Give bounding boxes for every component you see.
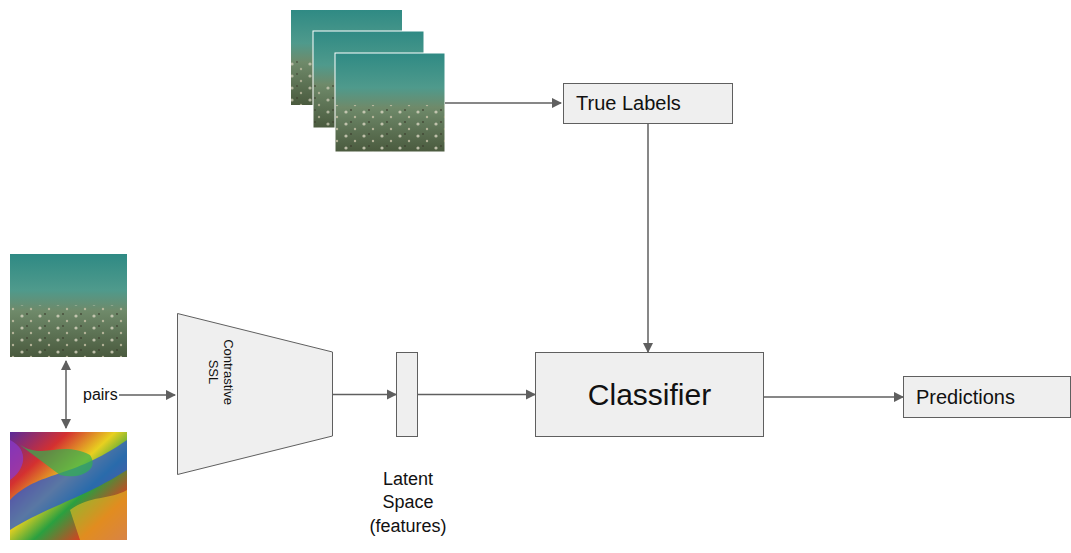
connector-arrow (418, 394, 535, 396)
connector-arrow (764, 396, 903, 398)
label-box: True Labels (563, 83, 733, 124)
node-label: Classifier (588, 378, 711, 412)
arrow (445, 102, 561, 104)
double-arrow (65, 361, 67, 428)
node-label: Predictions (916, 386, 1015, 409)
trapezoid-shape (178, 314, 333, 475)
image-stack (291, 10, 445, 152)
connector-arrow (647, 124, 649, 352)
classifier-box: Classifier (535, 352, 764, 437)
map-image (10, 432, 127, 540)
underwater-image (10, 254, 127, 357)
node-label: Contrastive SSL (205, 337, 235, 407)
free-label: pairs (82, 386, 119, 404)
caption-label: Latent Space (features) (369, 468, 446, 538)
output-box: Predictions (903, 376, 1071, 418)
trapezoid-outline (177, 313, 333, 475)
node-label: True Labels (576, 92, 681, 115)
latent-vector: Latent Space (features) (396, 352, 418, 437)
connector-arrow (333, 394, 396, 396)
encoder-trapezoid: Contrastive SSL (177, 313, 333, 475)
